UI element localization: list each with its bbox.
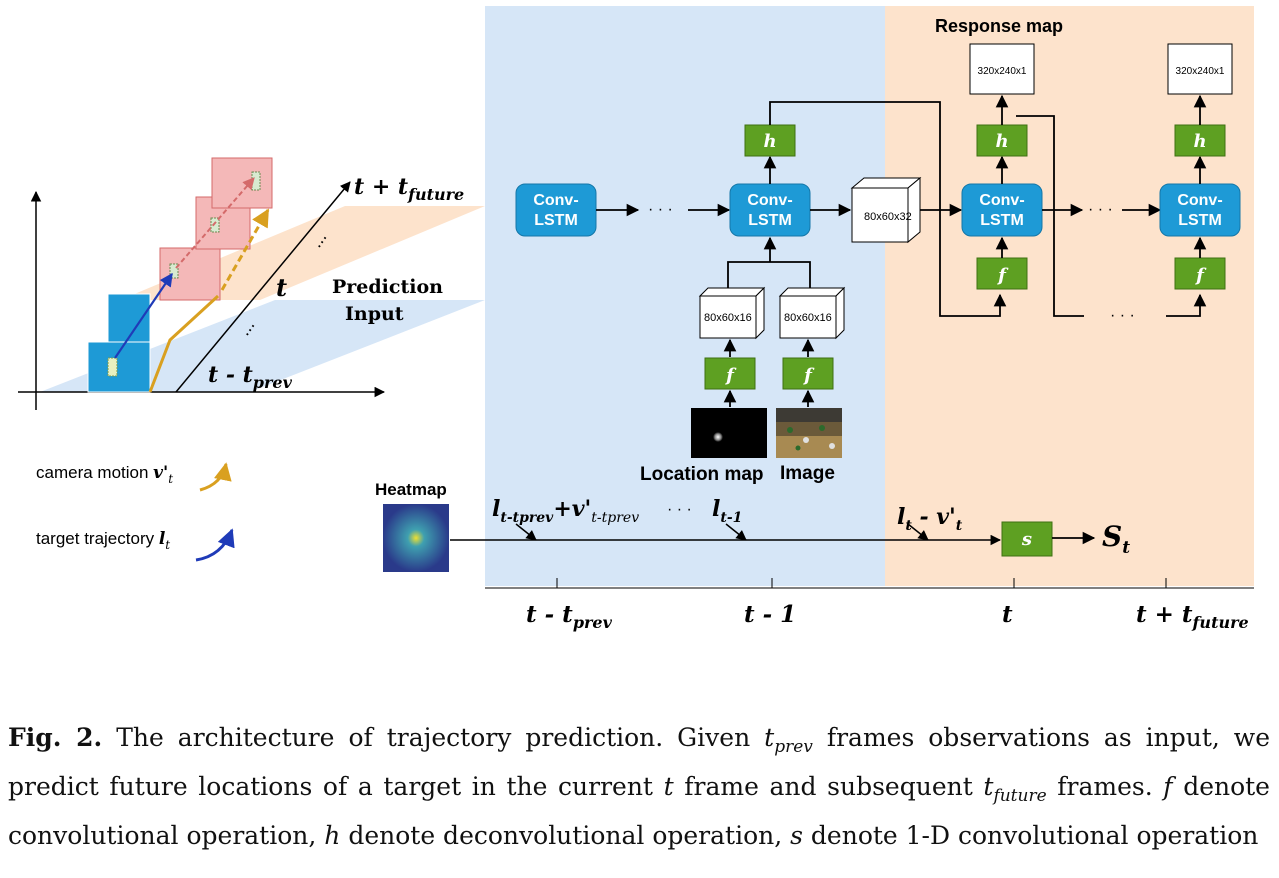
response-map-label: Response map: [935, 16, 1063, 36]
axis-label-prev: t - tprev: [208, 362, 293, 392]
left-panel: t + tfuture ... ... t Prediction Input t…: [18, 157, 485, 562]
sequence-tick: [515, 523, 537, 541]
conv-block: [782, 357, 834, 390]
prediction-label: Prediction: [332, 276, 443, 298]
ellipsis: · · ·: [667, 501, 692, 518]
target-box: [169, 263, 179, 279]
convlstm-label: LSTM: [748, 212, 792, 229]
convlstm-label: Conv-: [747, 192, 792, 209]
camera-motion-arrow: [220, 208, 270, 291]
deconv-block: [744, 124, 796, 157]
heatmap-label: Heatmap: [375, 480, 447, 499]
architecture-figure: t + tfuture ... ... t Prediction Input t…: [18, 6, 1254, 632]
tensor-cube-80x60x32: 80x60x32: [850, 176, 922, 244]
axis-label-t: t: [276, 273, 287, 302]
figure-caption: Fig. 2. The architecture of trajectory p…: [8, 723, 1270, 850]
sequence-tick: [907, 523, 929, 541]
response-map-box: [969, 43, 1035, 95]
caption-fig-label: Fig. 2.: [8, 723, 103, 752]
seq-label-prev: lt-tprev+v't-tprev: [492, 496, 639, 526]
tensor-cube-80x60x16: 80x60x16: [778, 286, 846, 340]
convlstm-label: Conv-: [533, 192, 578, 209]
legend-target-trajectory: target trajectory lt: [36, 529, 170, 552]
input-label: Input: [345, 303, 404, 325]
skip-connection: [1166, 293, 1207, 317]
input-plane: [40, 300, 485, 392]
conv-block: [976, 257, 1028, 290]
deconv-block: [1174, 124, 1226, 157]
tensor-cube-80x60x16: 80x60x16: [698, 286, 766, 340]
merge-connector: [727, 261, 811, 288]
location-map-spot: [713, 432, 723, 442]
predicted-trajectory-arrow: [175, 177, 255, 269]
target-box: [210, 217, 220, 233]
image-thumbnail: [776, 408, 842, 458]
sequence-tick: [725, 523, 747, 541]
camera-motion-icon: [199, 462, 232, 492]
seq-label-t: lt - v't: [897, 504, 963, 534]
location-map-label: Location map: [640, 464, 764, 485]
skip-connection: [769, 101, 1007, 317]
convlstm-label: LSTM: [1178, 212, 1222, 229]
target-trajectory-icon: [195, 528, 235, 562]
s-conv-block: [1001, 521, 1053, 557]
output-label: St: [1102, 520, 1130, 558]
convlstm-label: Conv-: [979, 192, 1024, 209]
camera-motion-path: [148, 294, 220, 393]
ellipsis: · · ·: [648, 201, 673, 218]
skip-connection: [1016, 115, 1084, 317]
target-box: [107, 357, 118, 377]
deconv-block: [976, 124, 1028, 157]
prediction-region: [885, 6, 1254, 586]
network-panel: t - tprev t - 1 t t + tfuture Response m…: [375, 6, 1254, 632]
time-axis: [175, 181, 351, 393]
location-map-thumbnail: [691, 408, 767, 458]
deconv-label: h: [763, 131, 776, 152]
deconv-label: h: [1193, 131, 1206, 152]
ellipsis: · · ·: [1110, 307, 1135, 324]
tick-label-t-minus-1: t - 1: [744, 601, 796, 628]
heatmap-thumbnail: [383, 504, 449, 572]
svg-text:80x60x32: 80x60x32: [864, 211, 912, 223]
convlstm-label: Conv-: [1177, 192, 1222, 209]
deconv-label: h: [995, 131, 1008, 152]
conv-block: [704, 357, 756, 390]
tick-label-future: t + tfuture: [1136, 601, 1249, 632]
target-trajectory-arrow: [114, 272, 173, 359]
response-map-size: 320x240x1: [978, 66, 1027, 77]
response-map-box: [1167, 43, 1233, 95]
conv-block: [1174, 257, 1226, 290]
tick-label-t: t: [1002, 601, 1013, 628]
svg-text:80x60x16: 80x60x16: [784, 312, 832, 324]
target-box: [251, 171, 261, 191]
svg-text:80x60x16: 80x60x16: [704, 312, 752, 324]
convlstm-label: LSTM: [980, 212, 1024, 229]
image-label: Image: [780, 463, 835, 484]
convlstm-label: LSTM: [534, 212, 578, 229]
response-map-size: 320x240x1: [1176, 66, 1225, 77]
input-frame: [87, 341, 151, 393]
s-conv-label: s: [1021, 529, 1032, 550]
axis-label-future: t + tfuture: [354, 174, 464, 204]
future-frame: [211, 157, 273, 209]
tick-label-prev: t - tprev: [526, 601, 613, 632]
future-frame: [159, 247, 221, 301]
seq-label-t-minus-1: lt-1: [712, 496, 742, 526]
ellipsis: · · ·: [1088, 201, 1113, 218]
legend-camera-motion: camera motion v't: [36, 463, 173, 486]
